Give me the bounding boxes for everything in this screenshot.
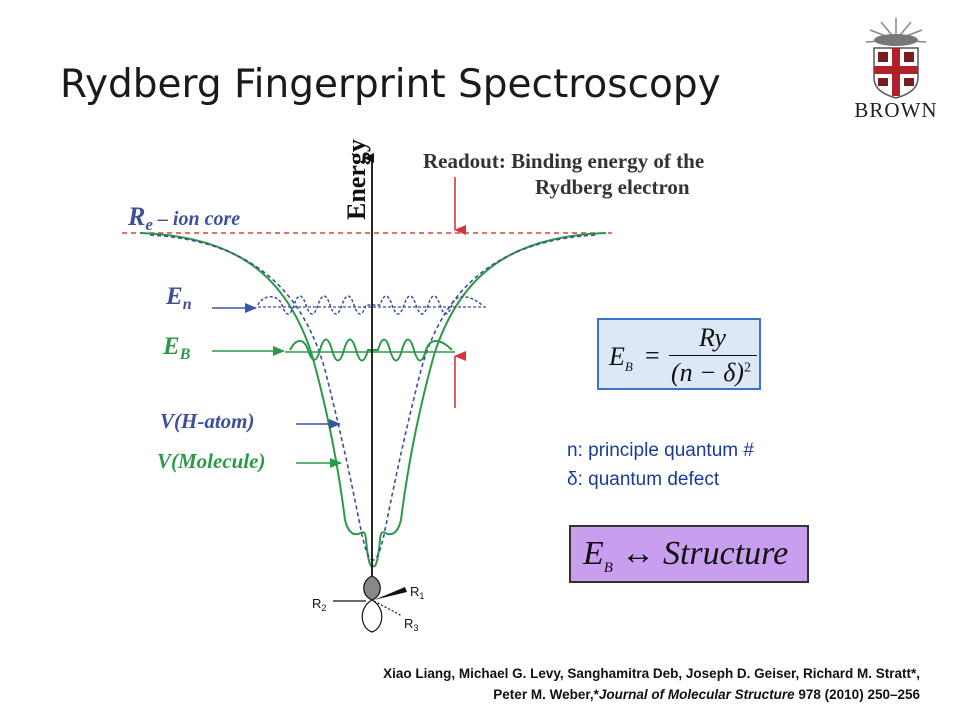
definition-delta: δ: quantum defect xyxy=(567,469,720,490)
en-label: En xyxy=(165,283,192,313)
citation: Xiao Liang, Michael G. Levy, Sanghamitra… xyxy=(0,663,920,705)
molecule-label: V(Molecule) xyxy=(157,449,265,473)
formula-lhs: EB xyxy=(609,342,633,375)
h-atom-potential-curve xyxy=(149,234,597,561)
sun-icon xyxy=(865,18,927,43)
readout-text-line2: Rydberg electron xyxy=(535,175,690,199)
h-atom-label: V(H-atom) xyxy=(160,409,255,433)
rydberg-wavefunction-en xyxy=(257,295,483,315)
brown-shield-logo xyxy=(865,18,927,99)
r1-label: R1 xyxy=(410,584,424,601)
formula-numerator: Ry xyxy=(699,323,726,352)
bidirectional-arrow-icon: ↔ xyxy=(620,535,655,572)
eb-label: EB xyxy=(162,333,191,363)
r2-label: R2 xyxy=(312,596,326,613)
energy-axis-label: Energy xyxy=(342,139,371,220)
journal-name: Journal of Molecular Structure xyxy=(598,687,795,702)
page-title: Rydberg Fingerprint Spectroscopy xyxy=(60,62,721,107)
binding-energy-formula: EB = Ry (n − δ)2 xyxy=(597,318,761,390)
definition-n: n: principle quantum # xyxy=(567,440,754,461)
molecule-structure-icon xyxy=(333,575,407,633)
eb-structure-relation: EB↔Structure xyxy=(569,525,809,583)
molecule-potential-curve xyxy=(139,232,607,568)
readout-text-line1: Readout: Binding energy of the xyxy=(423,149,704,173)
citation-line2: Peter M. Weber,*Journal of Molecular Str… xyxy=(493,687,920,702)
re-ion-core-label: Re – ion core xyxy=(127,202,240,234)
r3-label: R3 xyxy=(404,616,418,633)
brown-wordmark: BROWN xyxy=(854,98,938,122)
formula-fraction-bar xyxy=(669,355,757,356)
formula-denominator: (n − δ)2 xyxy=(671,358,751,387)
formula-equals: = xyxy=(645,341,660,370)
citation-line1: Xiao Liang, Michael G. Levy, Sanghamitra… xyxy=(383,666,920,681)
definitions-list: n: principle quantum # δ: quantum defect xyxy=(567,436,754,494)
